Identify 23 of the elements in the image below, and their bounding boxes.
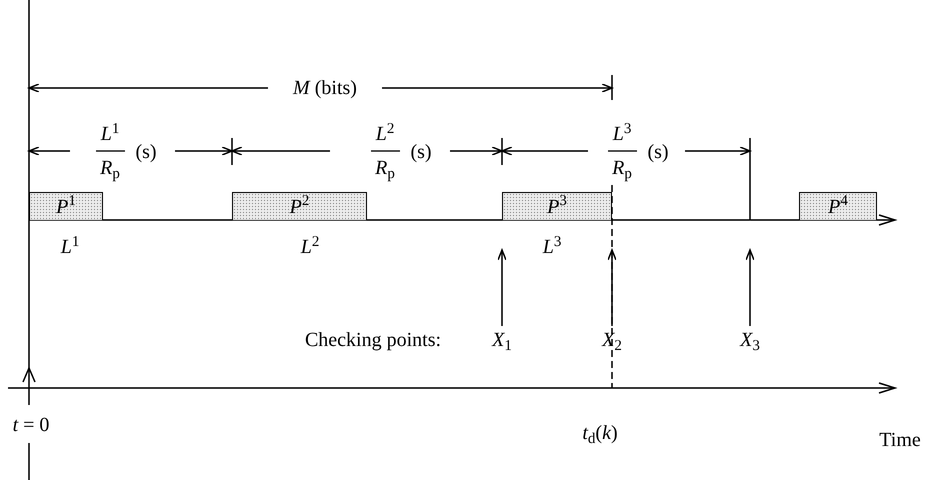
- checkpoint-label: X$_{1}$: [484, 326, 520, 354]
- packet-box: P$^{2}$: [232, 192, 367, 220]
- checkpoint-arrow: [607, 249, 617, 326]
- packet-box: P$^{3}$: [502, 192, 612, 220]
- time-label: t$_{d}$(k): [582, 423, 618, 443]
- packet-box: P$^{1}$: [29, 192, 103, 220]
- checkpoint-arrow: [497, 249, 507, 326]
- axis-label: Time: [879, 430, 921, 450]
- packet-box: P$^{4}$: [799, 192, 877, 220]
- unit-label: (s): [647, 142, 669, 162]
- unit-label: (s): [135, 142, 157, 162]
- packet-length-label: L$^{2}$: [300, 237, 320, 257]
- packet-length-label: L$^{1}$: [60, 237, 80, 257]
- checkpoint-label: X$_{3}$: [732, 326, 768, 354]
- checkpoint-arrow: [745, 249, 755, 326]
- dimension-label: M (bits): [293, 78, 357, 98]
- fraction-numerator: L$^{2}$: [376, 124, 394, 144]
- time-origin-label: t = 0: [12, 415, 50, 435]
- fraction-numerator: L$^{1}$: [100, 124, 120, 144]
- unit-label: (s): [410, 142, 432, 162]
- caption-label: Checking points:: [304, 330, 442, 350]
- packet-length-label: L$^{3}$: [542, 237, 562, 257]
- fraction-numerator: L$^{3}$: [612, 124, 632, 144]
